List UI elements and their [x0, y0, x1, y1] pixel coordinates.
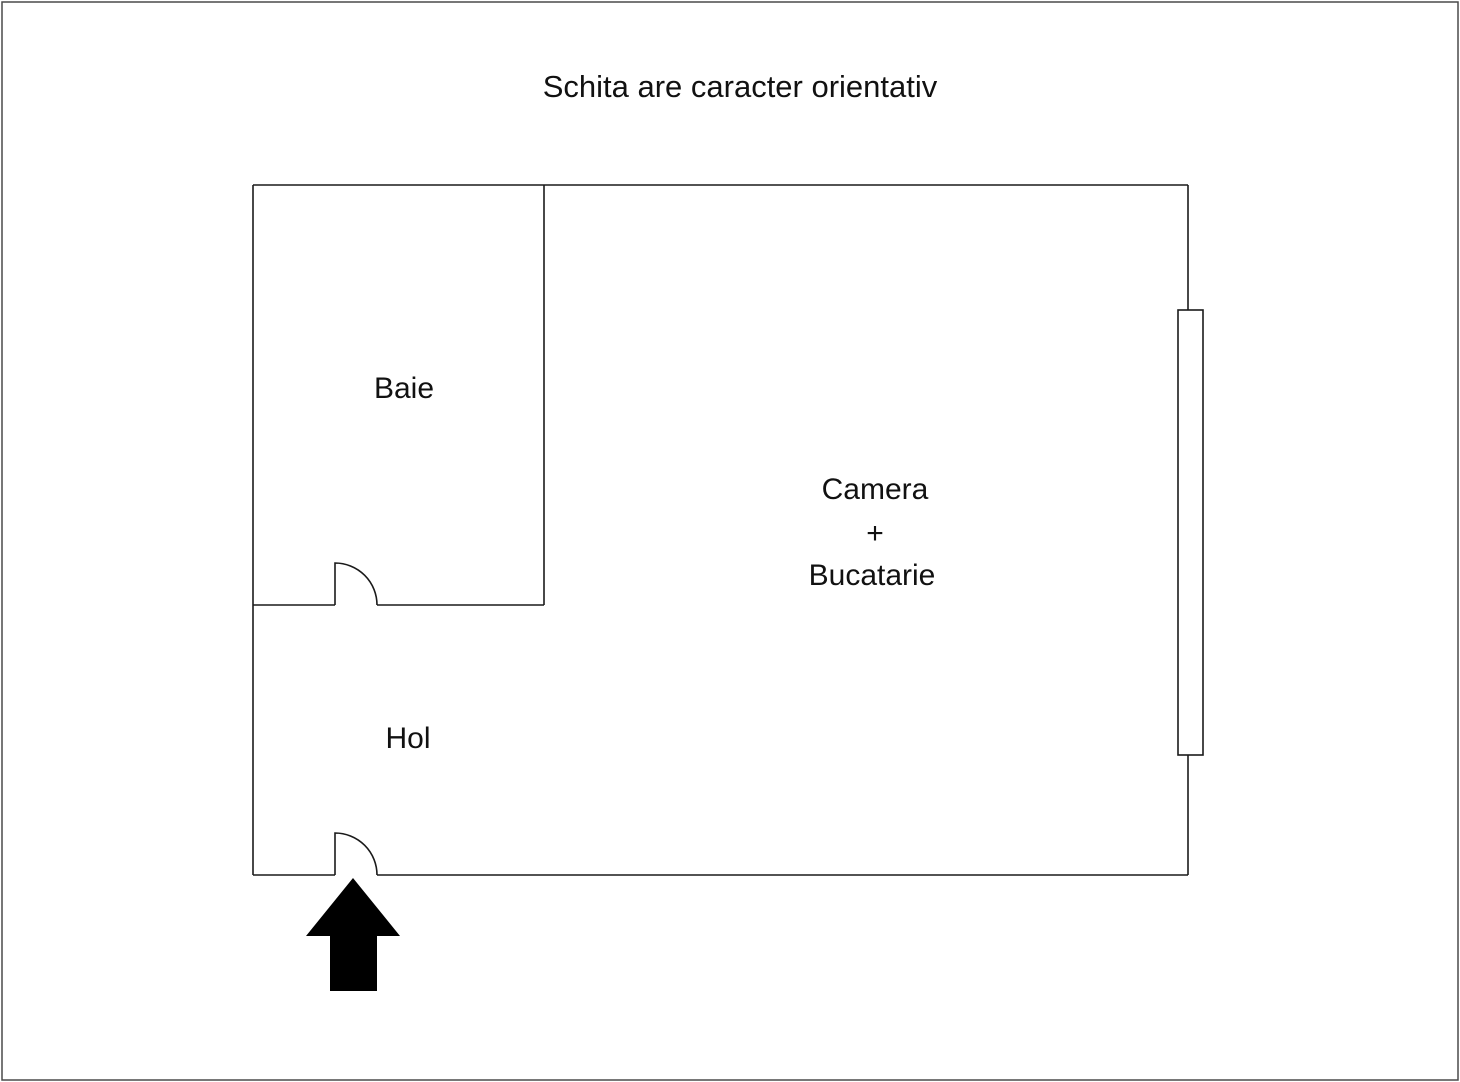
room-label-plus: +: [866, 517, 884, 550]
window: [1177, 309, 1204, 756]
room-label-camera: Camera: [822, 473, 929, 506]
room-label-hol: Hol: [385, 722, 430, 755]
entrance-door-arc: [334, 832, 378, 876]
plan-title: Schita are caracter orientativ: [543, 69, 938, 104]
room-label-baie: Baie: [374, 372, 434, 405]
entrance-arrow-icon: [306, 878, 400, 991]
room-label-bucatarie: Bucatarie: [809, 559, 936, 592]
baie-door-arc: [334, 562, 378, 606]
